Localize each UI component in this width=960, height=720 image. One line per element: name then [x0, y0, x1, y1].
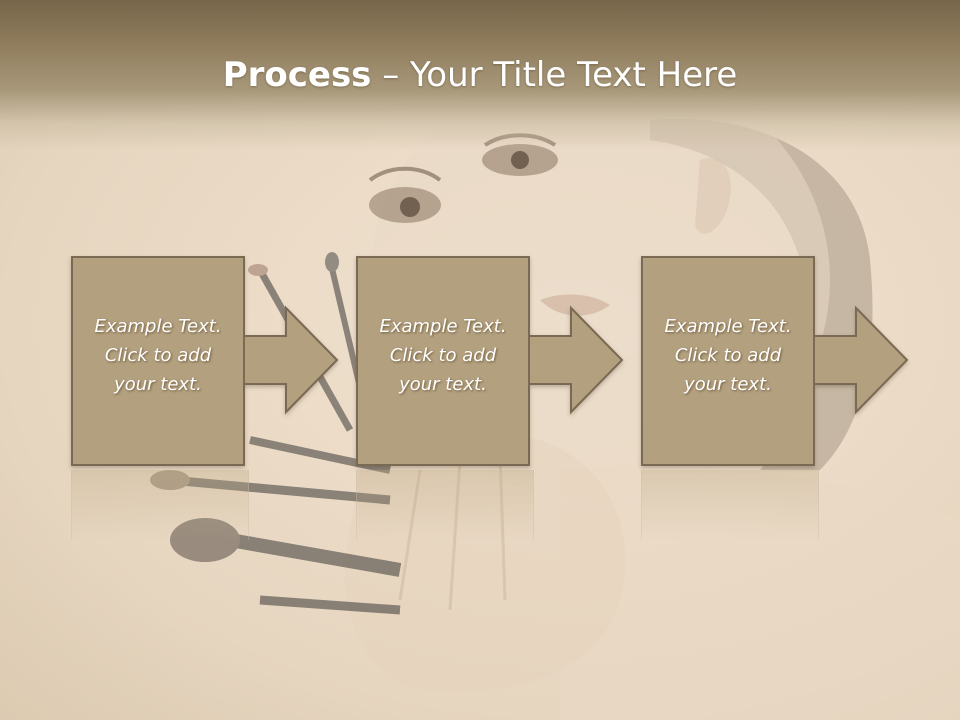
step-shape — [641, 256, 909, 466]
step-text-line: your text. — [684, 374, 772, 395]
title-bold: Process — [222, 55, 372, 95]
step-reflection — [641, 470, 819, 540]
step-text-line: Click to add — [104, 345, 212, 366]
process-step-3[interactable]: Example Text. Click to add your text. — [641, 256, 927, 468]
step-shape — [356, 256, 624, 466]
step-shape — [71, 256, 339, 466]
step-text-line: your text. — [114, 374, 202, 395]
step-text-line: Example Text. — [379, 316, 507, 337]
step-reflection — [356, 470, 534, 540]
step-reflection — [71, 470, 249, 540]
process-step-2[interactable]: Example Text. Click to add your text. — [356, 256, 642, 468]
step-text-line: Example Text. — [94, 316, 222, 337]
process-step-1[interactable]: Example Text. Click to add your text. — [71, 256, 357, 468]
step-text-line: Click to add — [389, 345, 497, 366]
step-text-line: Click to add — [674, 345, 782, 366]
step-text-line: your text. — [399, 374, 487, 395]
right-arrow-icon — [242, 305, 339, 415]
right-arrow-icon — [527, 305, 624, 415]
step-text[interactable]: Example Text. Click to add your text. — [75, 312, 241, 399]
title-rest: – Your Title Text Here — [371, 55, 738, 95]
step-text[interactable]: Example Text. Click to add your text. — [360, 312, 526, 399]
right-arrow-icon — [812, 305, 909, 415]
step-text[interactable]: Example Text. Click to add your text. — [645, 312, 811, 399]
step-text-line: Example Text. — [664, 316, 792, 337]
title-band — [0, 0, 960, 150]
slide-title[interactable]: Process – Your Title Text Here — [0, 52, 960, 98]
